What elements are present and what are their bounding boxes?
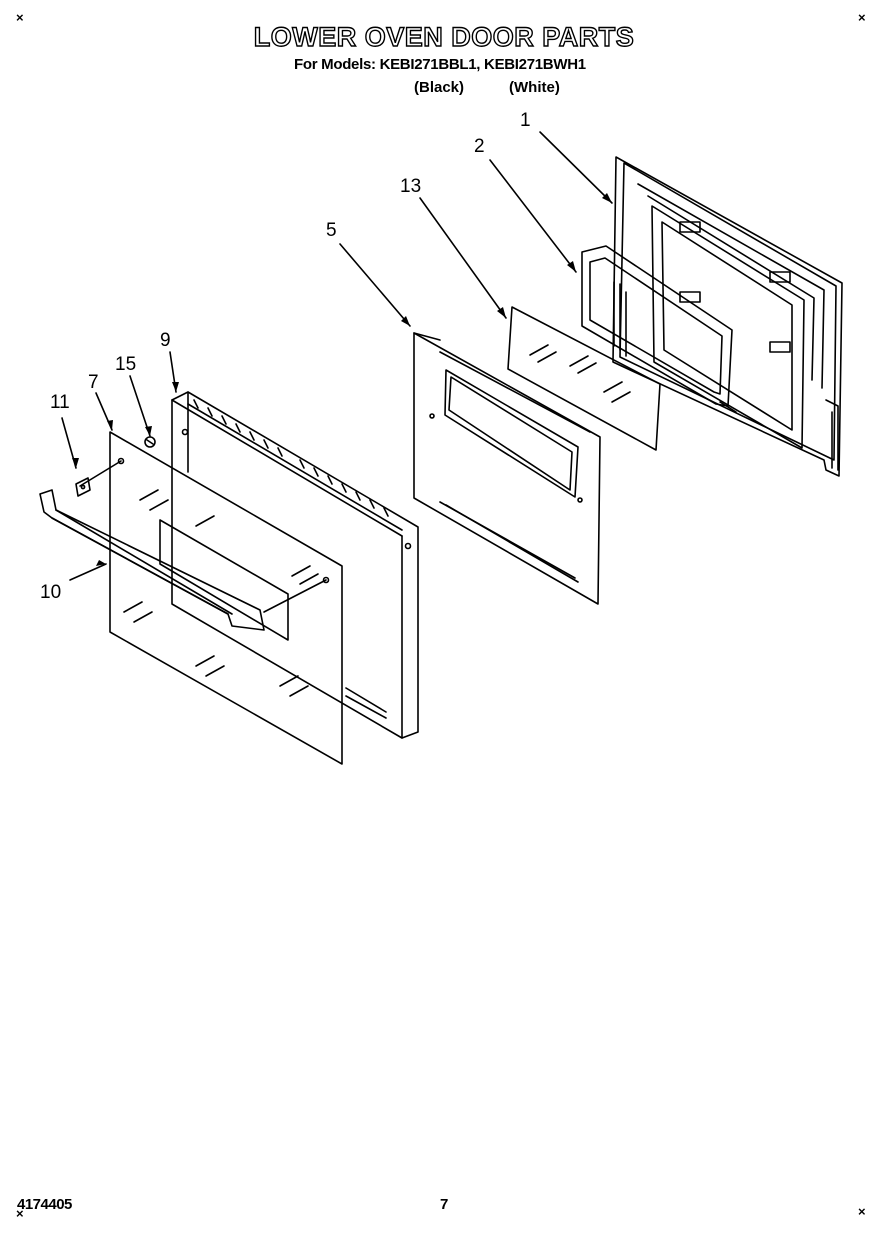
part-2-gasket-frame <box>581 245 737 413</box>
leader-1 <box>539 131 613 204</box>
callout-7: 7 <box>88 372 99 393</box>
arrowhead-13 <box>497 307 506 318</box>
callout-13: 13 <box>400 176 422 197</box>
arrowhead-2 <box>567 261 576 272</box>
corner-mark-bottom-left: × <box>16 1206 24 1221</box>
callout-5: 5 <box>326 220 337 241</box>
leader-2 <box>489 159 577 273</box>
document-number: 4174405 <box>17 1196 72 1213</box>
models-line: For Models: KEBI271BBL1, KEBI271BWH1 <box>294 56 586 73</box>
arrowhead-15 <box>145 426 152 436</box>
part-9-outer-door-shell <box>171 391 419 739</box>
callout-2: 2 <box>474 136 485 157</box>
page-number: 7 <box>440 1196 449 1213</box>
leader-13 <box>419 197 507 319</box>
page-title: LOWER OVEN DOOR PARTS <box>253 21 635 52</box>
callout-15: 15 <box>115 354 137 375</box>
corner-mark-bottom-right: × <box>858 1204 866 1219</box>
arrowhead-10 <box>96 560 106 566</box>
arrowhead-7 <box>107 420 113 430</box>
arrowhead-11 <box>72 458 79 468</box>
arrowhead-9 <box>172 382 179 392</box>
part-5-inner-door-panel <box>413 332 601 605</box>
part-15-screw <box>144 436 156 448</box>
part-7-front-glass <box>109 431 343 765</box>
color-white-label: (White) <box>509 79 560 96</box>
callout-1: 1 <box>520 110 531 131</box>
part-13-glass-panel <box>507 306 661 451</box>
arrowhead-5 <box>401 316 410 326</box>
callout-10: 10 <box>40 582 62 603</box>
arrowhead-1 <box>602 193 612 203</box>
callout-9: 9 <box>160 330 171 351</box>
leader-15 <box>129 375 151 437</box>
corner-mark-top-right: × <box>858 10 866 25</box>
part-11-handle-spacer <box>75 477 91 497</box>
leader-5 <box>339 243 411 327</box>
leader-10 <box>69 563 107 581</box>
part-1-inner-door-frame <box>612 156 843 477</box>
part-10-door-handle <box>39 460 327 631</box>
color-black-label: (Black) <box>414 79 465 96</box>
corner-mark-top-left: × <box>16 10 24 25</box>
callout-11: 11 <box>50 392 70 413</box>
